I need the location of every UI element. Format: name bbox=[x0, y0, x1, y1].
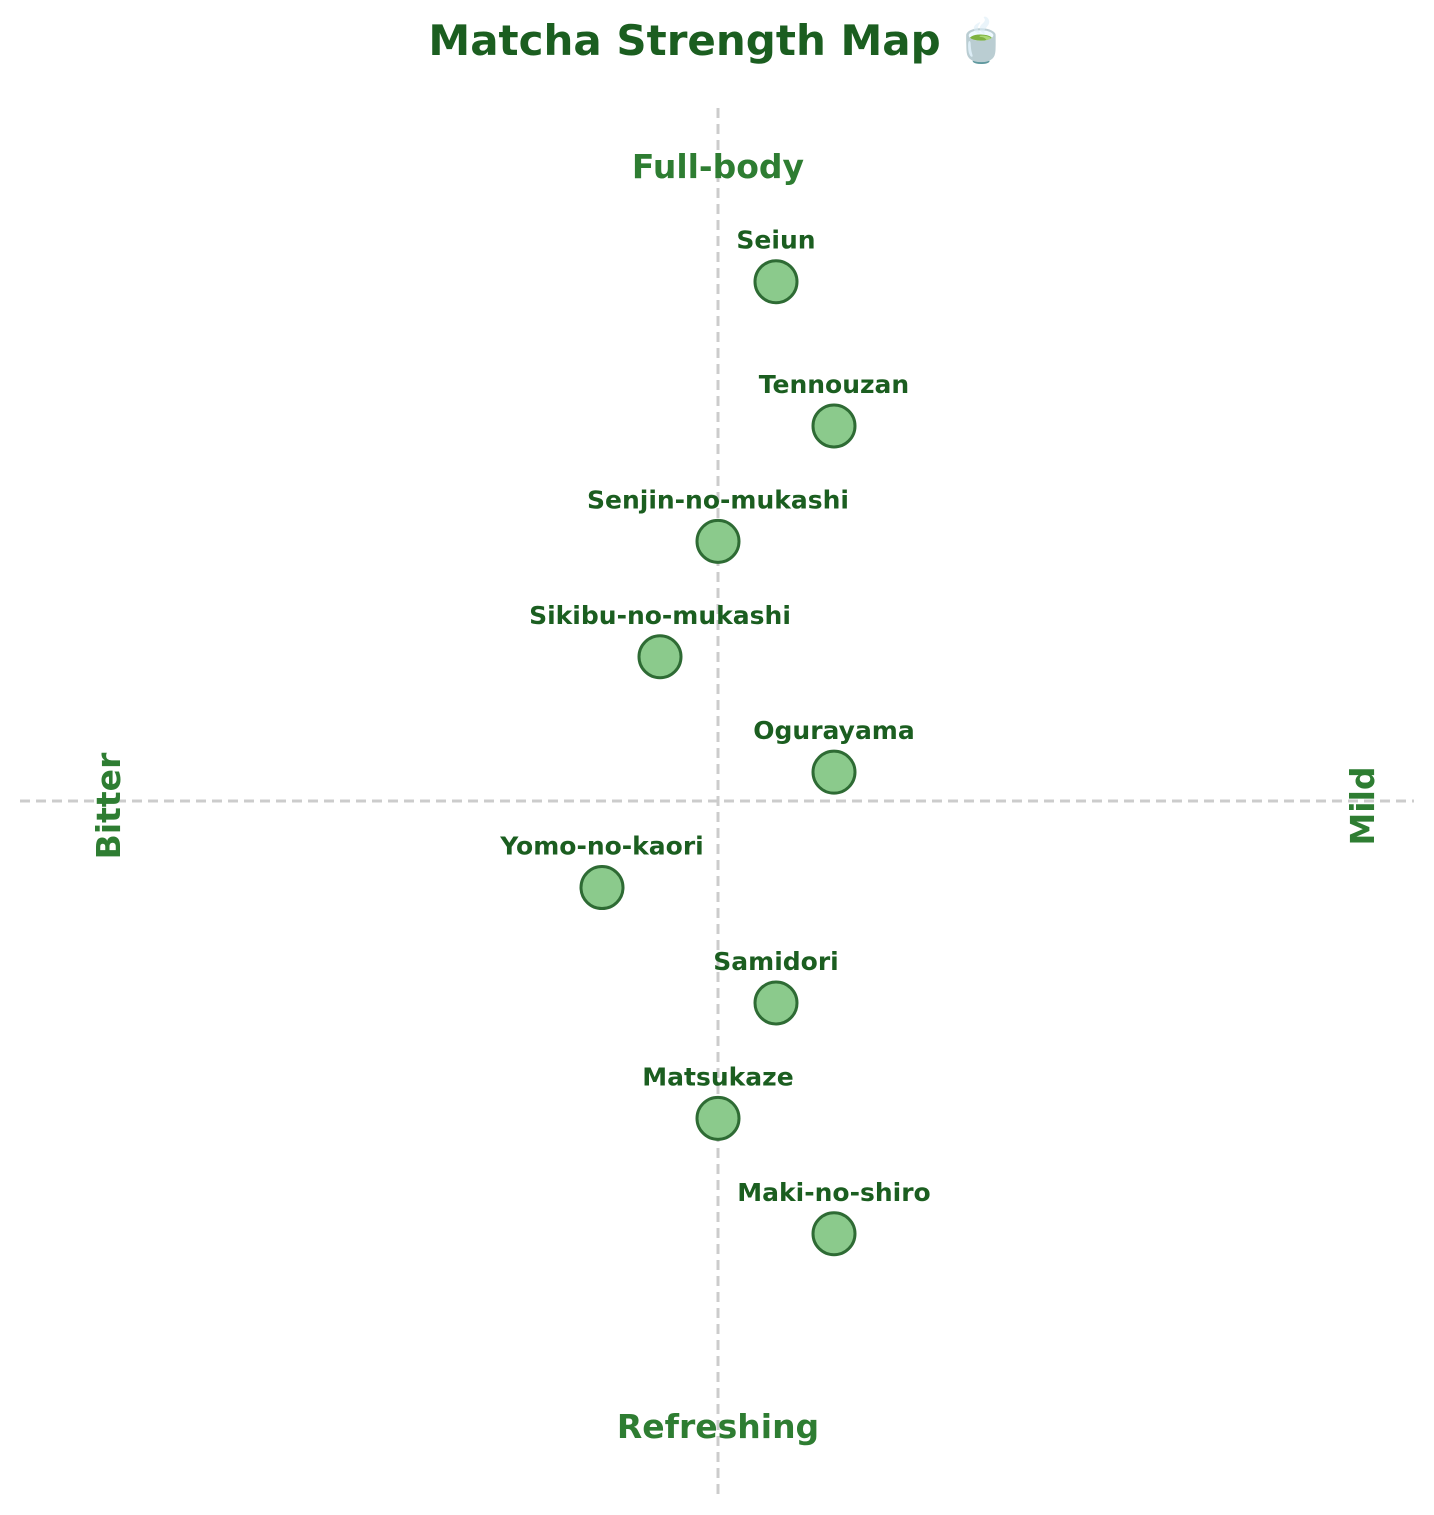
point-marker bbox=[637, 634, 683, 680]
point-marker bbox=[753, 980, 799, 1026]
point-label: Tennouzan bbox=[759, 370, 909, 399]
point-label: Matsukaze bbox=[642, 1062, 793, 1091]
point-label: Yomo-no-kaori bbox=[499, 832, 704, 861]
quadrant-label-mild: Mild bbox=[1343, 766, 1382, 845]
data-point-tennouzan: Tennouzan bbox=[759, 370, 909, 449]
chart-title: Matcha Strength Map 🍵 bbox=[428, 15, 1007, 65]
data-point-yomo-no-kaori: Yomo-no-kaori bbox=[499, 832, 704, 911]
point-label: Maki-no-shiro bbox=[737, 1178, 930, 1207]
quadrant-label-bitter: Bitter bbox=[89, 752, 128, 859]
data-point-matsukaze: Matsukaze bbox=[642, 1062, 794, 1141]
point-marker bbox=[695, 518, 741, 564]
point-marker bbox=[811, 749, 857, 795]
point-marker bbox=[753, 259, 799, 305]
data-point-senjin-no-mukashi: Senjin-no-mukashi bbox=[587, 485, 849, 564]
point-label: Sikibu-no-mukashi bbox=[529, 601, 791, 630]
point-marker bbox=[811, 403, 857, 449]
data-point-ogurayama: Ogurayama bbox=[753, 716, 915, 795]
point-label: Seiun bbox=[736, 226, 815, 255]
quadrant-label-full-body: Full-body bbox=[632, 147, 804, 186]
point-label: Ogurayama bbox=[753, 716, 914, 745]
data-point-seiun: Seiun bbox=[736, 226, 816, 305]
point-marker bbox=[811, 1211, 857, 1257]
data-point-maki-no-shiro: Maki-no-shiro bbox=[737, 1178, 931, 1257]
point-label: Senjin-no-mukashi bbox=[587, 485, 849, 514]
point-marker bbox=[579, 865, 625, 911]
point-label: Samidori bbox=[713, 947, 838, 976]
point-marker bbox=[695, 1095, 741, 1141]
quadrant-label-refreshing: Refreshing bbox=[617, 1407, 819, 1446]
points-layer: SeiunTennouzanSenjin-no-mukashiSikibu-no… bbox=[499, 226, 931, 1257]
data-point-sikibu-no-mukashi: Sikibu-no-mukashi bbox=[529, 601, 791, 680]
data-point-samidori: Samidori bbox=[713, 947, 839, 1026]
